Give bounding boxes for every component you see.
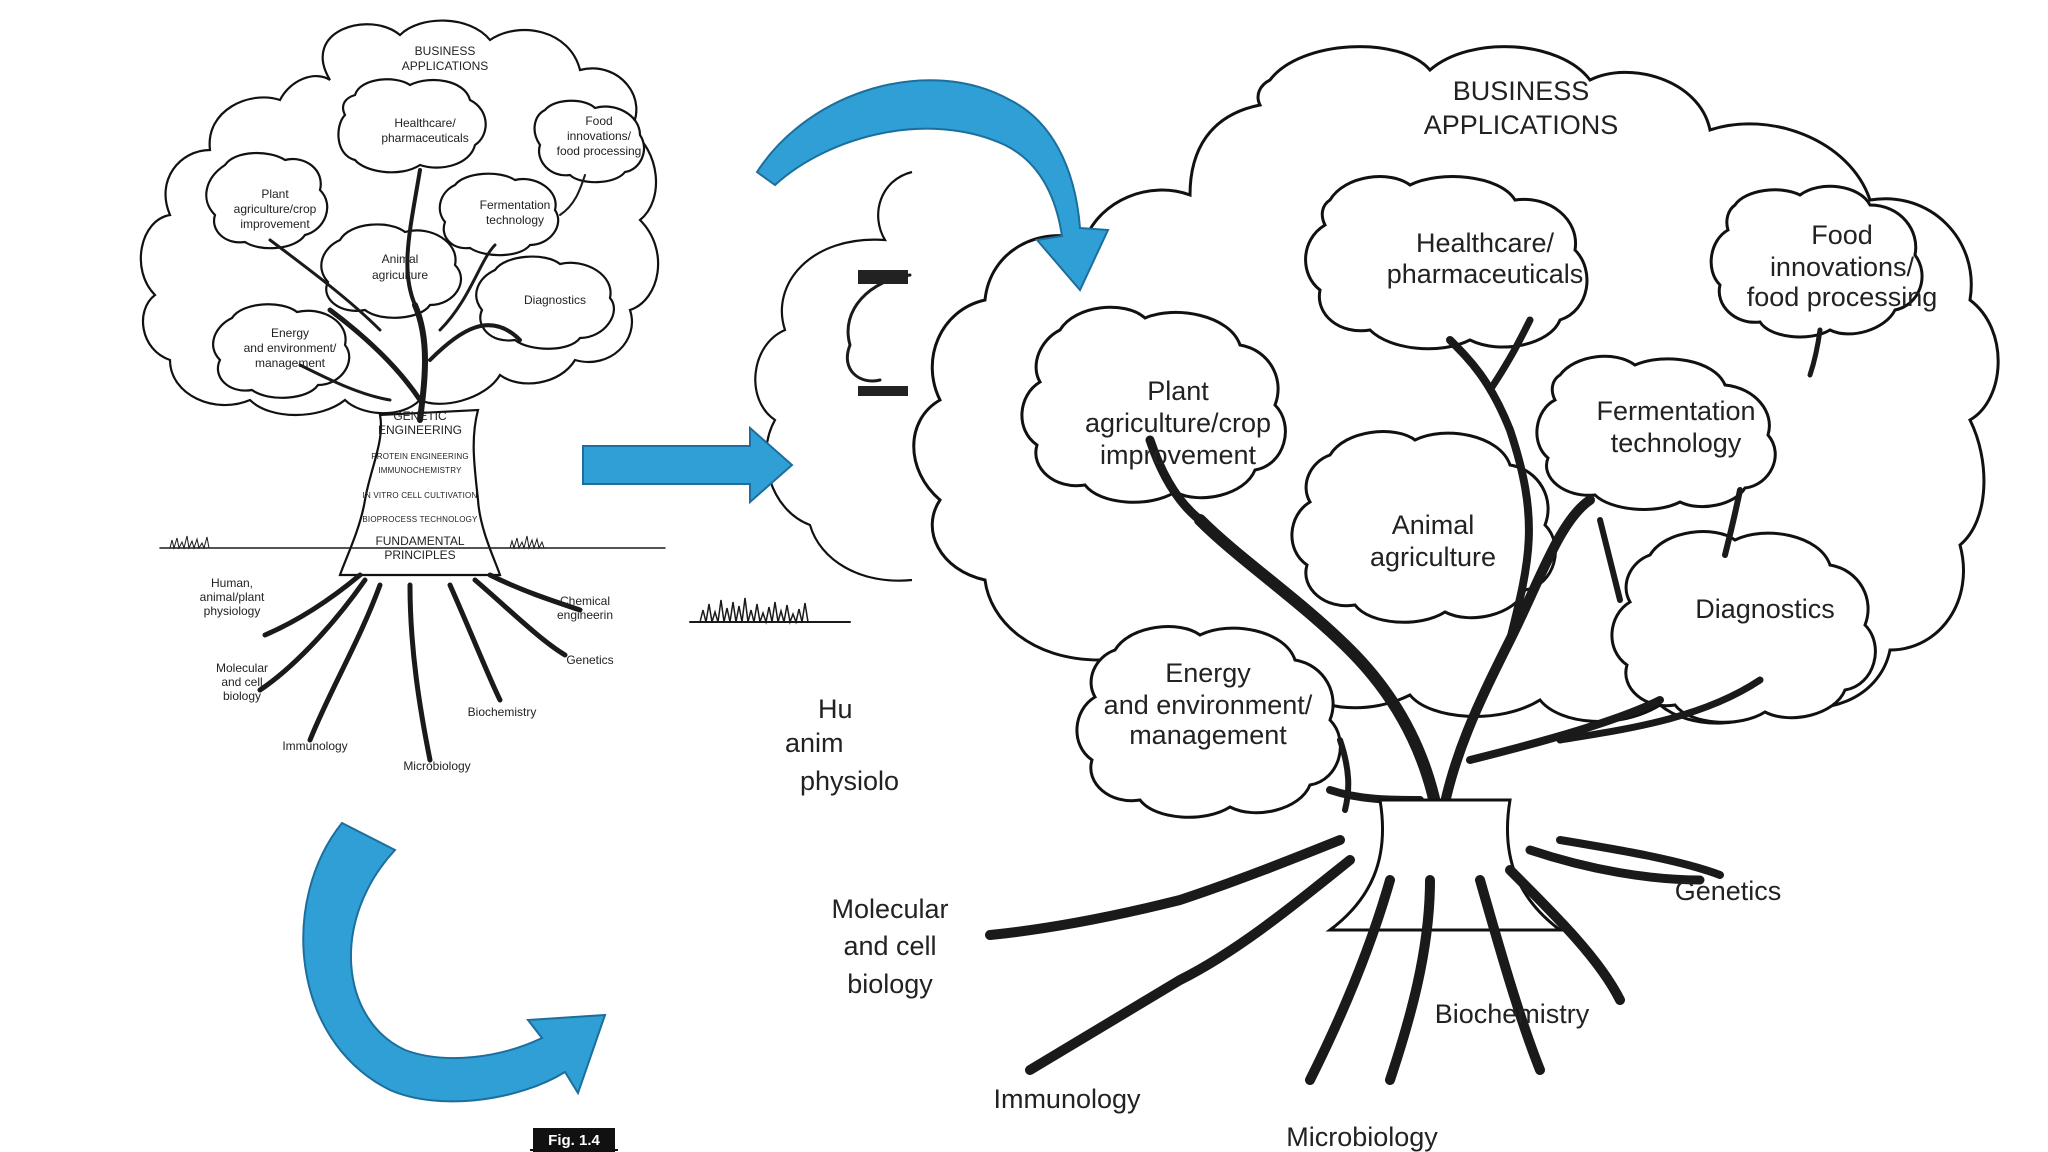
- big-energy-3: management: [1129, 720, 1287, 750]
- small-energy-1: Energy: [271, 326, 309, 340]
- big-cloud-plant: [1020, 305, 1287, 504]
- small-human-1: Human,: [211, 576, 253, 590]
- small-biochemistry: Biochemistry: [468, 705, 537, 719]
- big-cloud-animal: [1290, 430, 1557, 624]
- small-bioprocess: BIOPROCESS TECHNOLOGY: [362, 515, 478, 524]
- small-genetic-1: GENETIC: [393, 409, 447, 423]
- big-molecular-2: and cell: [843, 931, 936, 961]
- big-healthcare-1: Healthcare/: [1416, 228, 1555, 258]
- fig-label: Fig. 1.4: [530, 1128, 618, 1152]
- small-plant-2: agriculture/crop: [234, 202, 317, 216]
- big-plant-3: improvement: [1100, 440, 1257, 470]
- big-energy-2: and environment/: [1104, 690, 1313, 720]
- small-fermentation-2: technology: [486, 213, 544, 227]
- small-protein: PROTEIN ENGINEERING: [371, 452, 469, 461]
- small-plant-3: improvement: [240, 217, 310, 231]
- small-human-2: animal/plant: [200, 590, 265, 604]
- big-biochemistry: Biochemistry: [1435, 999, 1590, 1029]
- big-plant-1: Plant: [1147, 376, 1209, 406]
- small-fundamental-1: FUNDAMENTAL: [375, 534, 464, 548]
- big-cloud-food: [1709, 184, 1924, 339]
- small-cloud-fermentation: [438, 172, 560, 257]
- big-diagnostics: Diagnostics: [1695, 594, 1835, 624]
- small-microbiology: Microbiology: [403, 759, 470, 773]
- small-cloud-energy: [212, 303, 351, 399]
- small-molecular-3: biology: [223, 689, 261, 703]
- small-molecular-2: and cell: [221, 675, 262, 689]
- partial-canopy-edge: [754, 170, 913, 582]
- big-microbiology: Microbiology: [1286, 1122, 1438, 1152]
- big-energy-1: Energy: [1165, 658, 1251, 688]
- small-plant-1: Plant: [261, 187, 289, 201]
- small-immunology: Immunology: [282, 739, 347, 753]
- straight-arrow-icon: [582, 425, 794, 505]
- small-food-2: innovations/: [567, 129, 632, 143]
- small-immunochem: IMMUNOCHEMISTRY: [378, 466, 462, 475]
- big-genetics: Genetics: [1675, 876, 1782, 906]
- small-fermentation-1: Fermentation: [480, 198, 551, 212]
- big-food-3: food processing: [1747, 282, 1938, 312]
- small-tree: BUSINESS APPLICATIONS Healthcare/ pharma…: [139, 19, 666, 773]
- small-invitro: IN VITRO CELL CULTIVATION: [363, 491, 478, 500]
- small-food-3: food processing: [557, 144, 642, 158]
- small-chemical-1: Chemical: [560, 594, 610, 608]
- big-cloud-healthcare: [1304, 175, 1589, 351]
- small-healthcare-1: Healthcare/: [394, 116, 456, 130]
- small-genetics: Genetics: [566, 653, 613, 667]
- big-molecular-1: Molecular: [831, 894, 948, 924]
- partial-ground: [689, 597, 851, 625]
- small-diagnostics: Diagnostics: [524, 293, 586, 307]
- big-immunology: Immunology: [993, 1084, 1141, 1114]
- small-ground: [159, 535, 666, 550]
- small-molecular-1: Molecular: [216, 661, 268, 675]
- partial-line-3: physiolo: [800, 766, 899, 796]
- big-food-2: innovations/: [1770, 252, 1915, 282]
- big-molecular-3: biology: [847, 969, 933, 999]
- small-top-line-2: APPLICATIONS: [402, 59, 488, 73]
- small-chemical-2: engineerin: [557, 608, 613, 622]
- fig-label-text: Fig. 1.4: [548, 1132, 600, 1149]
- big-cloud-energy: [1075, 625, 1342, 819]
- big-healthcare-2: pharmaceuticals: [1387, 259, 1584, 289]
- small-branches: [268, 168, 586, 423]
- partial-line-2: anim: [785, 728, 844, 758]
- small-energy-2: and environment/: [244, 341, 337, 355]
- big-trunk: [1325, 798, 1565, 932]
- curved-arrow-top-icon: [755, 79, 1110, 292]
- small-cloud-diagnostics: [475, 255, 616, 350]
- small-animal-1: Animal: [382, 252, 419, 266]
- big-top-line-1: BUSINESS: [1453, 76, 1590, 106]
- big-fermentation-1: Fermentation: [1596, 396, 1755, 426]
- big-roots: [985, 835, 1724, 1085]
- small-cloud-healthcare: [337, 78, 487, 174]
- small-cloud-animal: [320, 223, 462, 319]
- big-tree: BUSINESS APPLICATIONS Healthcare/ pharma…: [831, 45, 2000, 1152]
- small-human-3: physiology: [204, 604, 261, 618]
- curved-arrow-bottom-icon: [302, 821, 607, 1103]
- big-branches: [1145, 316, 1823, 836]
- partial-zoom: Hu anim physiolo: [689, 170, 913, 796]
- small-fundamental-2: PRINCIPLES: [384, 548, 455, 562]
- big-top-line-2: APPLICATIONS: [1424, 110, 1619, 140]
- small-animal-2: agriculture: [372, 268, 428, 282]
- small-cloud-plant: [205, 151, 329, 250]
- small-top-line-1: BUSINESS: [415, 44, 476, 58]
- big-food-1: Food: [1811, 220, 1873, 250]
- small-genetic-2: ENGINEERING: [378, 423, 462, 437]
- small-energy-3: management: [255, 356, 326, 370]
- small-trunk: [338, 408, 502, 577]
- small-cloud-food: [533, 99, 646, 184]
- big-cloud-fermentation: [1535, 354, 1777, 511]
- big-cloud-diagnostics: [1610, 530, 1877, 724]
- small-food-1: Food: [585, 114, 612, 128]
- partial-line-1: Hu: [818, 694, 853, 724]
- small-roots: [257, 572, 583, 763]
- arrows: [302, 79, 1110, 1103]
- small-healthcare-2: pharmaceuticals: [381, 131, 468, 145]
- big-fermentation-2: technology: [1611, 428, 1742, 458]
- big-animal-2: agriculture: [1370, 542, 1496, 572]
- big-plant-2: agriculture/crop: [1085, 408, 1271, 438]
- big-animal-1: Animal: [1392, 510, 1475, 540]
